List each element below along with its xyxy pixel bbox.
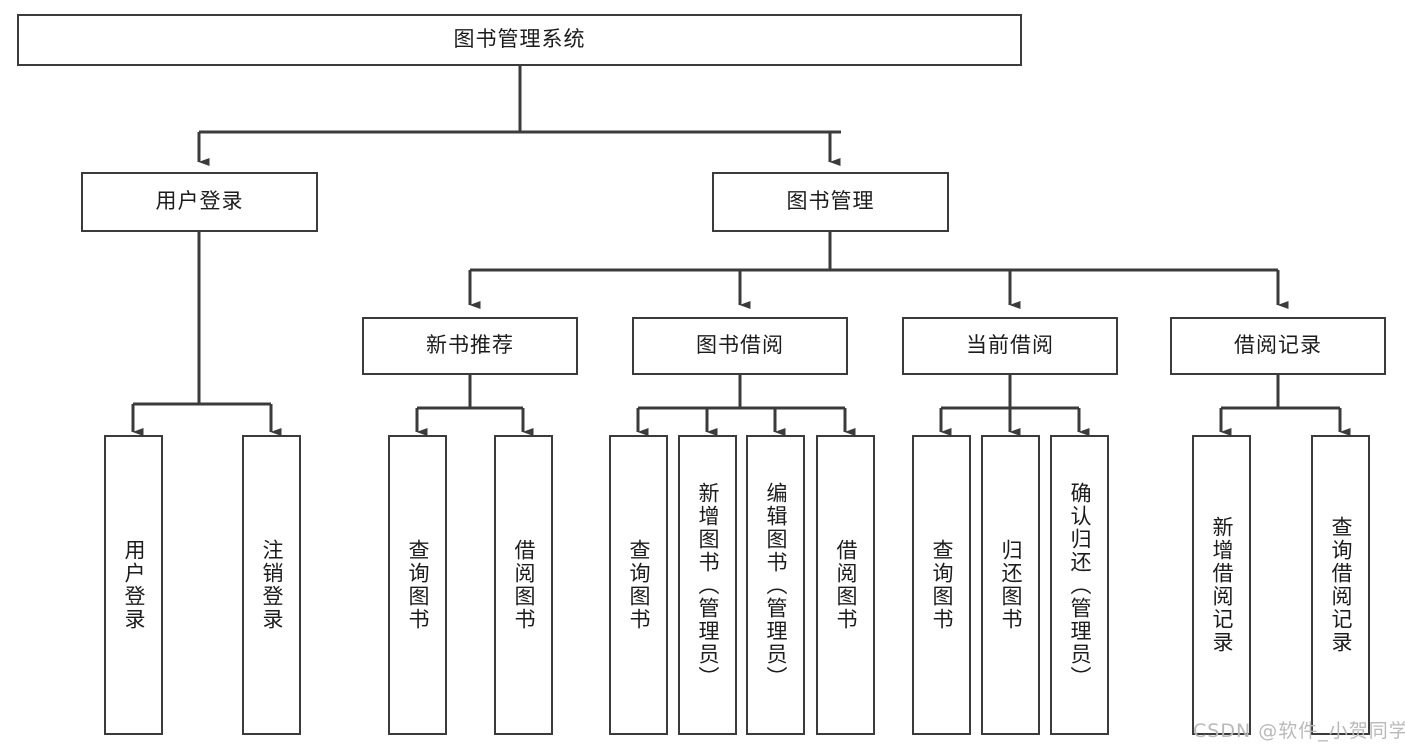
leaf-label: 确认归还（管理员） xyxy=(1067,481,1092,689)
leaf-label: 借阅图书 xyxy=(833,539,858,631)
leaf-label: 新增借阅记录 xyxy=(1209,516,1234,654)
leaf-label: 归还图书 xyxy=(998,539,1023,631)
node-new-book-recommend[interactable]: 新书推荐 xyxy=(362,317,578,375)
leaf-query-book-3[interactable]: 查询图书 xyxy=(912,435,971,735)
node-user-login[interactable]: 用户登录 xyxy=(81,172,318,232)
node-book-manage[interactable]: 图书管理 xyxy=(712,172,949,232)
leaf-label: 查询图书 xyxy=(626,539,651,631)
leaf-label: 借阅图书 xyxy=(511,539,536,631)
leaf-query-book-1[interactable]: 查询图书 xyxy=(388,435,447,735)
leaf-label: 编辑图书（管理员） xyxy=(763,481,788,689)
leaf-label: 查询借阅记录 xyxy=(1328,516,1353,654)
leaf-label: 注销登录 xyxy=(259,539,284,631)
leaf-return-book[interactable]: 归还图书 xyxy=(981,435,1040,735)
leaf-query-book-2[interactable]: 查询图书 xyxy=(609,435,668,735)
leaf-query-record[interactable]: 查询借阅记录 xyxy=(1311,435,1370,735)
node-root-system[interactable]: 图书管理系统 xyxy=(17,14,1022,66)
leaf-user-login[interactable]: 用户登录 xyxy=(104,435,163,735)
node-book-borrow[interactable]: 图书借阅 xyxy=(632,317,848,375)
leaf-logout-login[interactable]: 注销登录 xyxy=(242,435,301,735)
leaf-edit-book[interactable]: 编辑图书（管理员） xyxy=(746,435,805,735)
leaf-add-book[interactable]: 新增图书（管理员） xyxy=(678,435,737,735)
leaf-label: 用户登录 xyxy=(121,539,146,631)
leaf-borrow-book-2[interactable]: 借阅图书 xyxy=(816,435,875,735)
node-current-borrow[interactable]: 当前借阅 xyxy=(902,317,1118,375)
leaf-label: 查询图书 xyxy=(929,539,954,631)
leaf-label: 查询图书 xyxy=(405,539,430,631)
leaf-label: 新增图书（管理员） xyxy=(695,481,720,689)
leaf-add-record[interactable]: 新增借阅记录 xyxy=(1192,435,1251,735)
leaf-borrow-book-1[interactable]: 借阅图书 xyxy=(494,435,553,735)
leaf-confirm-return[interactable]: 确认归还（管理员） xyxy=(1050,435,1109,735)
node-borrow-record[interactable]: 借阅记录 xyxy=(1170,317,1386,375)
csdn-watermark: CSDN @软件_小贺同学 xyxy=(1193,720,1405,742)
